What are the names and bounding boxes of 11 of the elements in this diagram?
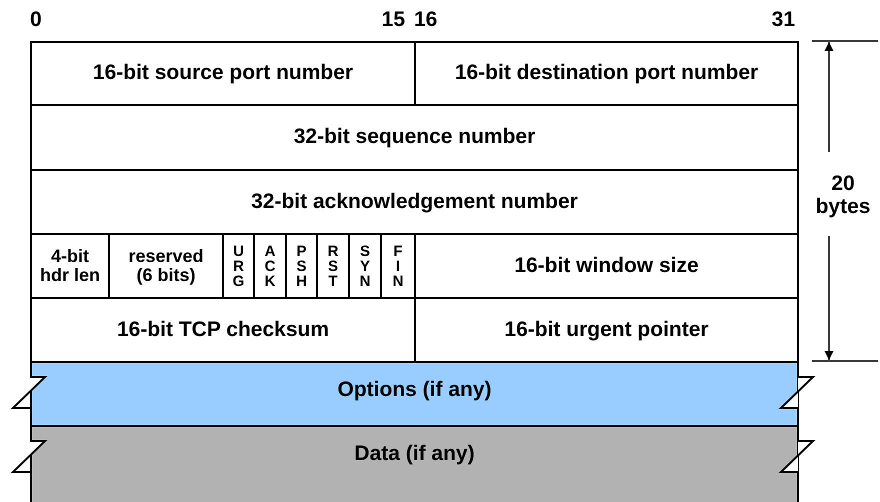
bit-number: 15 [380,8,405,32]
bit-number: 0 [30,8,42,32]
dimension-label: 20 bytes [814,172,872,218]
options-field: Options (if any) [30,361,799,427]
bit-number: 31 [770,8,795,32]
header-field: 32-bit acknowledgement number [30,169,799,235]
header-field: 16-bit source port number [30,41,416,106]
bit-number: 16 [414,8,438,32]
data-field: Data (if any) [30,425,799,502]
header-field: 16-bit destination port number [414,41,799,106]
header-field: 32-bit sequence number [30,104,799,171]
